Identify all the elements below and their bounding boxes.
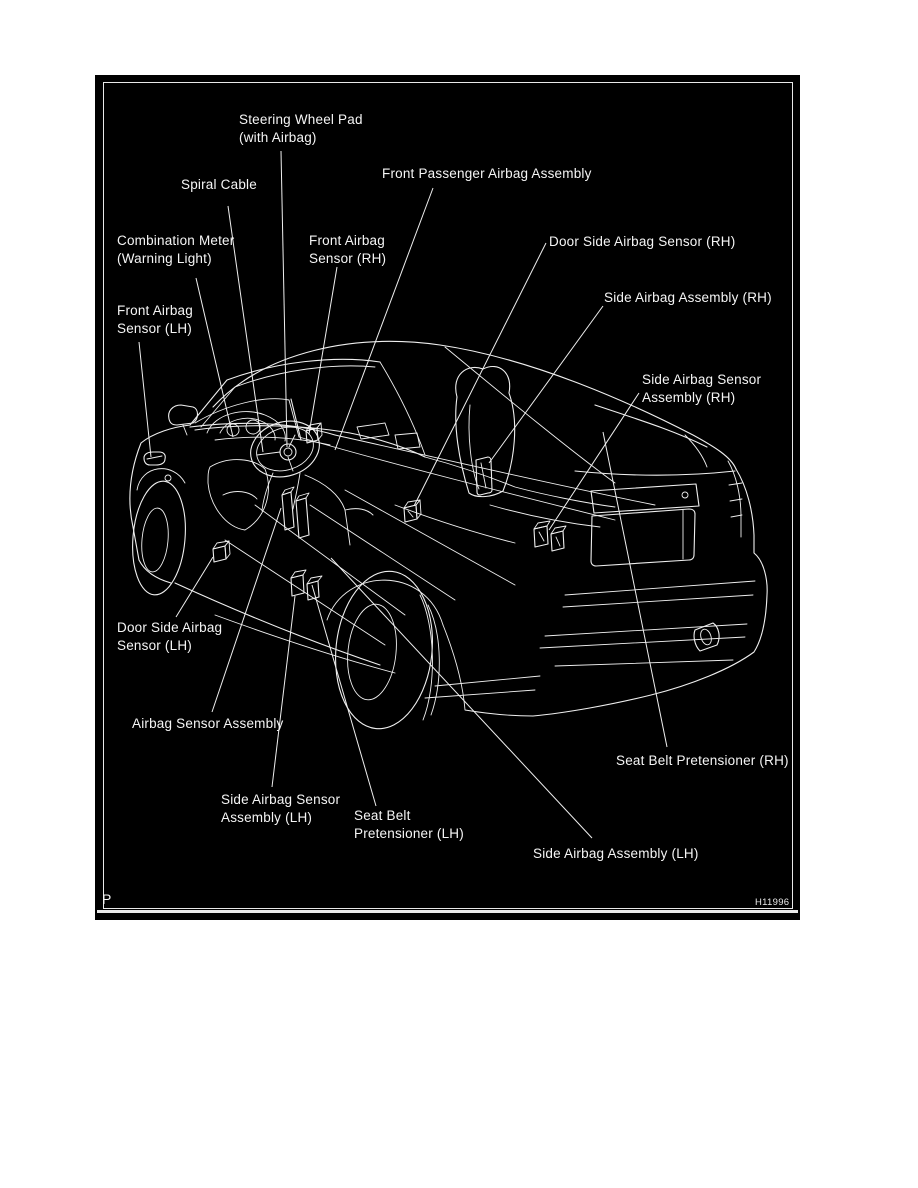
leader-side-airbag-sensor-assembly-lh (271, 595, 296, 788)
label-text: Door Side Airbag Sensor (RH) (549, 234, 736, 249)
leader-front-airbag-sensor-lh (138, 341, 152, 458)
label-text: Pretensioner (LH) (354, 825, 464, 841)
label-text: Seat Belt (354, 808, 411, 823)
label-text: Combination Meter (117, 233, 235, 248)
label-text: Seat Belt Pretensioner (RH) (616, 753, 789, 768)
label-text: Front Passenger Airbag Assembly (382, 166, 592, 181)
label-text: Assembly (RH) (642, 389, 736, 405)
leader-spiral-cable (227, 205, 264, 453)
side-airbag-assembly-rh-marker (475, 456, 493, 496)
label-text: Airbag Sensor Assembly (132, 716, 284, 731)
label-side-airbag-assembly-rh: Side Airbag Assembly (RH) (604, 289, 772, 307)
label-side-airbag-sensor-assembly-lh: Side Airbag Sensor Assembly (LH) (221, 791, 340, 826)
label-front-passenger-airbag: Front Passenger Airbag Assembly (382, 165, 592, 183)
label-combination-meter: Combination Meter (Warning Light) (117, 232, 234, 267)
front-airbag-sensor-lh-marker (143, 451, 172, 482)
leader-side-airbag-assembly-lh (330, 557, 593, 839)
label-side-airbag-assembly-lh: Side Airbag Assembly (LH) (533, 845, 699, 863)
label-text: Sensor (RH) (309, 250, 387, 266)
leader-front-airbag-sensor-rh (308, 266, 338, 435)
label-text: Front Airbag (309, 233, 385, 248)
label-text: Front Airbag (117, 303, 193, 318)
label-text: Spiral Cable (181, 177, 257, 192)
label-text: Side Airbag Assembly (LH) (533, 846, 699, 861)
door-side-airbag-sensor-lh-marker (212, 540, 231, 563)
leader-seat-belt-pretensioner-lh (311, 584, 377, 807)
leader-door-side-airbag-sensor-lh (175, 556, 214, 618)
side-airbag-sensor-assembly-lh-marker (290, 569, 323, 601)
label-seat-belt-pretensioner-rh: Seat Belt Pretensioner (RH) (616, 752, 789, 770)
label-text: Sensor (LH) (117, 637, 192, 653)
leader-side-airbag-assembly-rh (488, 305, 604, 464)
label-text: (Warning Light) (117, 250, 212, 266)
label-text: Side Airbag Sensor (221, 792, 341, 807)
airbag-sensor-assembly-marker (281, 486, 310, 539)
leader-door-side-airbag-sensor-rh (413, 242, 547, 507)
leader-side-airbag-sensor-assembly-rh (548, 392, 640, 531)
leader-steering-wheel-pad (280, 150, 288, 448)
label-text: Steering Wheel Pad (239, 112, 363, 127)
figure-code: H11996 (755, 897, 790, 908)
leader-front-passenger-airbag (334, 187, 434, 451)
label-door-side-airbag-sensor-rh: Door Side Airbag Sensor (RH) (549, 233, 735, 251)
label-text: Assembly (LH) (221, 809, 313, 825)
front-airbag-sensor-rh-marker (305, 422, 323, 444)
side-airbag-sensor-assembly-rh-marker (533, 520, 567, 552)
label-steering-wheel-pad: Steering Wheel Pad (with Airbag) (239, 111, 363, 146)
label-airbag-sensor-assembly: Airbag Sensor Assembly (132, 715, 283, 733)
page-corner-mark: P (102, 891, 112, 907)
label-seat-belt-pretensioner-lh: Seat Belt Pretensioner (LH) (354, 807, 464, 842)
label-text: (with Airbag) (239, 129, 317, 145)
label-text: Side Airbag Assembly (RH) (604, 290, 772, 305)
car-body-outline (129, 340, 768, 730)
diagram-bottom-rule (97, 910, 798, 913)
label-front-airbag-sensor-rh: Front Airbag Sensor (RH) (309, 232, 386, 267)
leader-combination-meter (195, 277, 234, 438)
label-spiral-cable: Spiral Cable (181, 176, 257, 194)
car-line-art (129, 150, 768, 839)
leader-airbag-sensor-assembly (211, 507, 282, 713)
leader-seat-belt-pretensioner-rh (602, 431, 668, 748)
leader-lines (138, 150, 668, 839)
airbag-component-diagram: Steering Wheel Pad (with Airbag) Spiral … (95, 75, 800, 920)
label-front-airbag-sensor-lh: Front Airbag Sensor (LH) (117, 302, 193, 337)
label-text: Sensor (LH) (117, 320, 192, 336)
label-text: Side Airbag Sensor (642, 372, 762, 387)
label-side-airbag-sensor-assembly-rh: Side Airbag Sensor Assembly (RH) (642, 371, 761, 406)
component-markers (143, 422, 567, 601)
label-door-side-airbag-sensor-lh: Door Side Airbag Sensor (LH) (117, 619, 222, 654)
label-text: Door Side Airbag (117, 620, 223, 635)
door-side-airbag-sensor-rh-marker (403, 499, 422, 523)
diagram-border (103, 82, 793, 909)
